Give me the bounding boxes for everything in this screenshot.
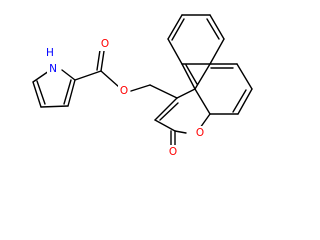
- bond-layer: [32, 14, 253, 151]
- mask-nh: [44, 44, 56, 62]
- bond-pyrrole-c3-c4: [40, 105, 69, 108]
- bond-c12-c13: [167, 38, 183, 65]
- bond-c9-c10-double: [206, 18, 220, 40]
- bond-c11-c12-double: [171, 18, 185, 41]
- bond-c2-carbonyl-c: [74, 70, 102, 81]
- bond-c8a-c4a: [194, 63, 211, 90]
- bond-c6a-c7: [237, 88, 253, 115]
- bond-pyrrole-c4-c5-double: [36, 80, 46, 105]
- bond-c7-c8: [236, 63, 253, 90]
- pyrrole-nh-label: H: [46, 47, 54, 59]
- bond-c11-c12: [167, 14, 183, 40]
- mask-lactone-o: [167, 145, 179, 159]
- lactone-carbonyl-o-label: O: [169, 146, 177, 158]
- bond-c13-c4a: [181, 63, 196, 90]
- bond-carbonyl-c-o: [100, 50, 105, 72]
- bond-carbonyl-c-o-double: [96, 49, 101, 71]
- bond-c3-c4-double: [159, 102, 179, 121]
- ring-o-label: O: [196, 127, 204, 139]
- bond-pyrrole-c4-c5: [32, 81, 42, 108]
- bond-pyrrole-c2-c3-double: [63, 79, 72, 105]
- bond-pyrrole-n-c2: [61, 69, 76, 81]
- atom-labels: H N O O O O: [46, 38, 204, 158]
- mask-n: [47, 62, 59, 76]
- mask-ester-o: [118, 84, 130, 98]
- atom-label-masks: [44, 37, 206, 159]
- bond-c3-c4: [154, 97, 178, 121]
- bond-ch2-c4: [149, 84, 178, 99]
- mask-ring-o: [194, 126, 206, 140]
- pyrrole-n-label: N: [49, 63, 57, 75]
- bond-pyrrole-c2-c3: [67, 79, 76, 107]
- bond-c4-c4a: [176, 88, 196, 99]
- bond-c10b-o1: [199, 113, 211, 129]
- bond-pyrrole-c5-n: [32, 70, 50, 83]
- bond-c2-c3: [154, 119, 176, 132]
- ester-o-label: O: [120, 85, 128, 97]
- bond-c4a-c10b: [194, 88, 211, 115]
- bond-c13-c4a-double: [185, 64, 198, 85]
- ester-carbonyl-o-label: O: [101, 38, 109, 50]
- bond-c9-c10: [209, 14, 225, 40]
- bond-o1-c2: [174, 130, 187, 134]
- mask-carbonyl-o: [99, 37, 111, 51]
- bond-c8a-c9: [209, 38, 225, 65]
- molecule-structure: H N O O O O: [32, 14, 253, 159]
- bond-carbonyl-c-ester-o: [100, 70, 120, 88]
- bond-c6a-c7-double: [232, 89, 247, 113]
- bond-ester-o-ch2: [130, 84, 151, 92]
